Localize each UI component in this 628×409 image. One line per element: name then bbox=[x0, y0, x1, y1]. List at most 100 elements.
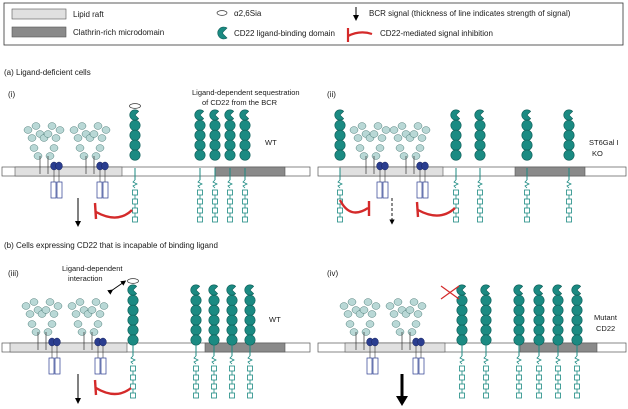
legend-clathrin-swatch bbox=[11, 26, 67, 38]
ig-domain bbox=[208, 314, 220, 326]
ig-domain bbox=[571, 334, 583, 346]
bcr-ig-domain bbox=[399, 152, 409, 160]
itim-motif bbox=[197, 198, 203, 205]
legend: Lipid raft Clathrin-rich microdomain α2,… bbox=[3, 2, 624, 46]
bcr-complex bbox=[67, 298, 109, 375]
itim-motif bbox=[516, 392, 522, 399]
cd22-molecule bbox=[474, 109, 486, 223]
itim-motif bbox=[566, 207, 572, 214]
legend-bcr-label: BCR signal (thickness of line indicates … bbox=[369, 9, 571, 18]
itim-motif bbox=[574, 383, 580, 390]
bcr-ig-domain bbox=[45, 298, 55, 306]
itim-motif bbox=[211, 383, 217, 390]
itim-motif bbox=[211, 392, 217, 399]
ig-domain bbox=[129, 119, 141, 131]
cd22-molecule bbox=[456, 284, 468, 399]
bcr-ig-domain bbox=[69, 126, 79, 134]
ig-domain bbox=[209, 149, 221, 161]
bcr-ig-domain bbox=[31, 328, 41, 336]
ligand-binding-domain bbox=[563, 109, 574, 121]
membrane bbox=[1, 166, 311, 177]
itim-motif bbox=[459, 383, 465, 390]
clathrin-domain bbox=[214, 166, 286, 177]
bcr-ig-domain bbox=[371, 152, 381, 160]
ig-domain bbox=[513, 324, 525, 336]
ligand-binding-domain bbox=[209, 109, 220, 121]
lipid-raft bbox=[14, 166, 123, 177]
legend-raft-swatch bbox=[11, 8, 67, 20]
panel-iii: (iii) Ligand-dependent interaction WT bbox=[1, 264, 311, 404]
panel-ii: (ii) ST6Gal I KO bbox=[317, 90, 627, 225]
bcr-ig-domain bbox=[49, 144, 59, 152]
ig-domain bbox=[552, 314, 564, 326]
itim-motif bbox=[247, 365, 253, 372]
ig-domain bbox=[552, 294, 564, 306]
bcr-ig-domain bbox=[339, 302, 349, 310]
itam-motif bbox=[56, 181, 63, 199]
ig-alpha-beta bbox=[99, 337, 107, 347]
itim-motif bbox=[516, 383, 522, 390]
bcr-ig-domain bbox=[73, 320, 83, 328]
condition-label: WT bbox=[269, 315, 281, 324]
clathrin-domain bbox=[204, 342, 286, 353]
itim-motif bbox=[242, 207, 248, 214]
itim-motif bbox=[483, 392, 489, 399]
inhibition-arc bbox=[95, 386, 132, 396]
ig-domain bbox=[224, 129, 236, 141]
bcr-ig-domain bbox=[411, 152, 421, 160]
tail-zigzag bbox=[130, 355, 136, 365]
annotation-line-2: interaction bbox=[68, 274, 103, 283]
itim-motif bbox=[536, 392, 542, 399]
no-binding-cross-icon bbox=[440, 285, 460, 300]
bcr-complex bbox=[339, 298, 381, 375]
ig-domain bbox=[334, 139, 346, 151]
tail-zigzag bbox=[459, 355, 465, 365]
tail-zigzag bbox=[566, 179, 572, 189]
bcr-ig-domain bbox=[89, 130, 99, 138]
bcr-ig-domain bbox=[417, 134, 427, 142]
ligand-binding-domain bbox=[474, 109, 485, 121]
itim-motif bbox=[516, 374, 522, 381]
membrane bbox=[1, 342, 311, 353]
inhibition-arc bbox=[338, 199, 369, 214]
itim-motif bbox=[212, 198, 218, 205]
itam-motif bbox=[102, 181, 109, 199]
itam-motif bbox=[94, 357, 101, 375]
ig-domain bbox=[552, 334, 564, 346]
bcr-ig-domain bbox=[21, 302, 31, 310]
ig-domain bbox=[194, 139, 206, 151]
tail-zigzag bbox=[242, 179, 248, 189]
ig-domain bbox=[563, 139, 575, 151]
bcr-complex bbox=[21, 298, 63, 375]
bcr-ig-domain bbox=[367, 310, 377, 318]
itim-motif bbox=[227, 216, 233, 223]
itim-motif bbox=[337, 189, 343, 196]
inhibition-bar bbox=[93, 379, 98, 396]
bcr-ig-domain bbox=[77, 328, 87, 336]
bcr-ig-domain bbox=[93, 122, 103, 130]
bcr-ig-domain bbox=[365, 320, 375, 328]
ig-alpha-beta bbox=[417, 337, 425, 347]
bcr-ig-domain bbox=[27, 320, 37, 328]
itim-motif bbox=[555, 392, 561, 399]
itim-motif bbox=[132, 189, 138, 196]
itim-motif bbox=[524, 198, 530, 205]
cd22-molecule bbox=[563, 109, 575, 223]
condition-label: WT bbox=[265, 138, 277, 147]
ig-domain bbox=[521, 139, 533, 151]
cd22-molecule bbox=[480, 284, 492, 399]
ig-domain bbox=[334, 119, 346, 131]
ig-domain bbox=[533, 324, 545, 336]
tail-zigzag bbox=[536, 355, 542, 365]
bcr-ig-domain bbox=[393, 134, 403, 142]
ig-domain bbox=[480, 304, 492, 316]
ig-domain bbox=[129, 139, 141, 151]
tail-zigzag bbox=[337, 179, 343, 189]
bcr-ig-domain bbox=[349, 328, 359, 336]
bcr-ig-domain bbox=[373, 122, 383, 130]
itim-motif bbox=[459, 392, 465, 399]
ig-domain bbox=[513, 334, 525, 346]
cd22-molecule bbox=[533, 284, 545, 399]
itim-motif bbox=[555, 383, 561, 390]
itam-motif bbox=[416, 181, 423, 199]
